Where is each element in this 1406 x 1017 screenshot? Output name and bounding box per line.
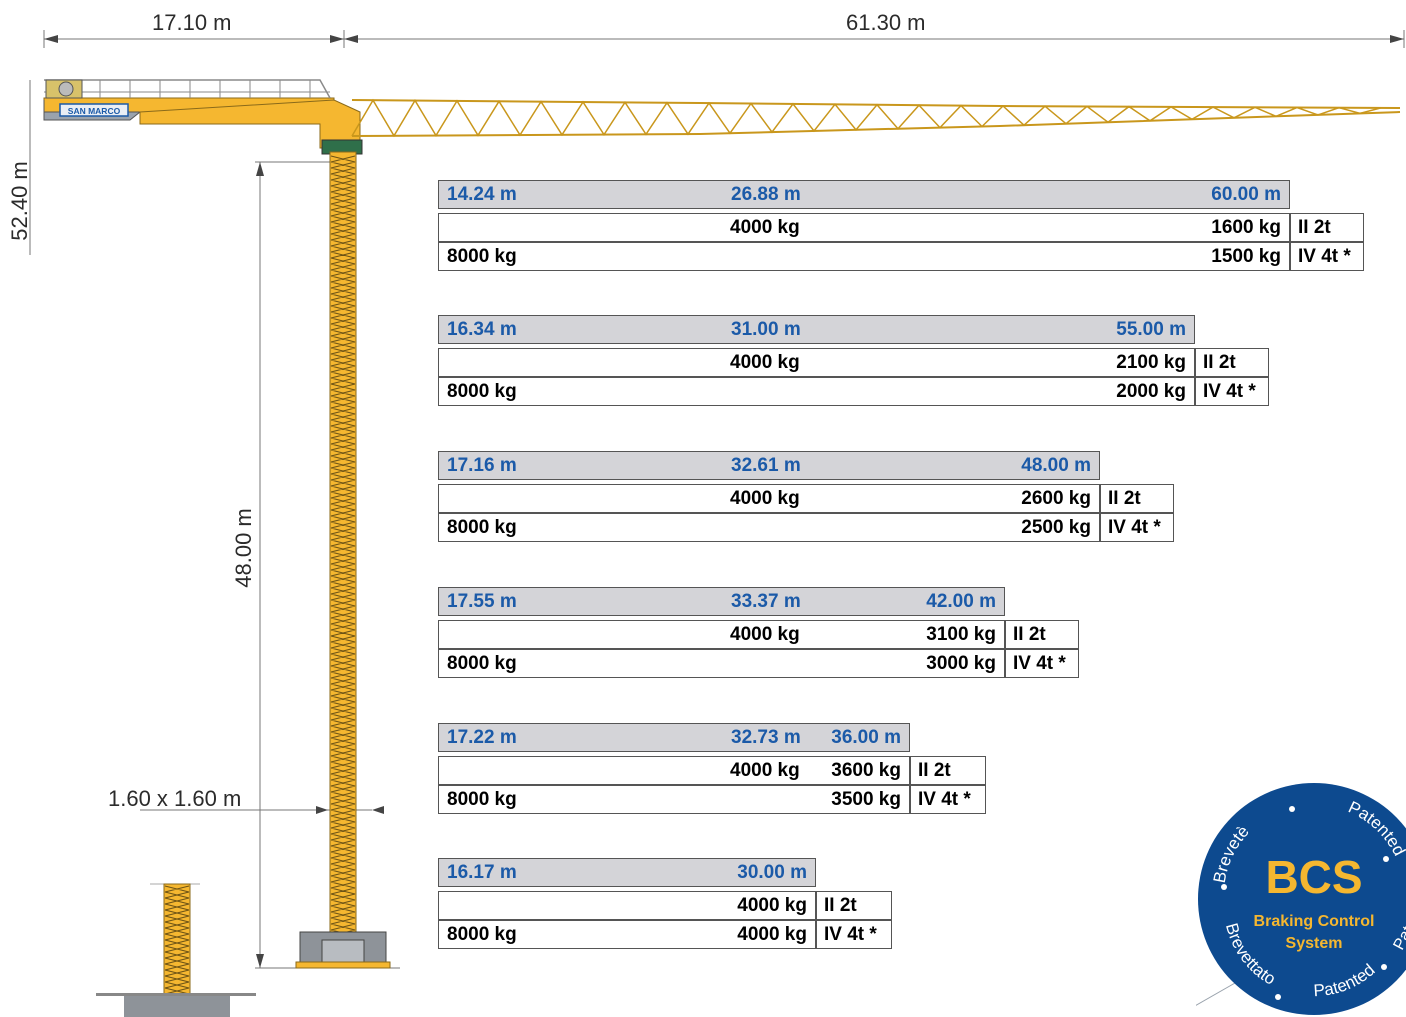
radius-cell: 17.55 m — [447, 591, 517, 612]
class-cell: II 2t — [816, 891, 892, 920]
load-row-4-falls: 8000 kg 1500 kg — [438, 242, 1290, 271]
load-row-2-falls: 4000 kg 2600 kg — [438, 484, 1100, 513]
radius-cell: 33.37 m — [731, 591, 801, 612]
load-cell: 8000 kg — [447, 381, 517, 402]
class-cell: II 2t — [1195, 348, 1269, 377]
load-cell: 8000 kg — [447, 246, 517, 267]
load-cell: 4000 kg — [730, 217, 800, 238]
counter-jib: SAN MARCO — [43, 79, 335, 121]
radius-header-row: 16.17 m 30.00 m — [438, 858, 816, 887]
load-row-2-falls: 4000 kg 3600 kg — [438, 756, 910, 785]
radius-cell: 16.17 m — [447, 862, 517, 883]
radius-cell: 32.73 m — [731, 727, 801, 748]
dimension-arrows — [44, 35, 1404, 968]
load-cell: 4000 kg — [737, 895, 807, 916]
class-cell: IV 4t * — [1100, 513, 1174, 542]
mast-section-detail — [96, 883, 256, 1017]
class-cell: IV 4t * — [1290, 242, 1364, 271]
radius-cell: 17.16 m — [447, 455, 517, 476]
load-row-4-falls: 8000 kg 3000 kg — [438, 649, 1005, 678]
load-row-2-falls: 4000 kg 2100 kg — [438, 348, 1195, 377]
load-cell: 1600 kg — [1211, 217, 1281, 238]
load-row-2-falls: 4000 kg 1600 kg — [438, 213, 1290, 242]
load-row-4-falls: 8000 kg 4000 kg — [438, 920, 816, 949]
radius-cell: 42.00 m — [926, 591, 996, 612]
brand-label: SAN MARCO — [68, 106, 121, 116]
load-row-2-falls: 4000 kg — [438, 891, 816, 920]
load-cell: 2600 kg — [1021, 488, 1091, 509]
radius-cell: 31.00 m — [731, 319, 801, 340]
load-cell: 1500 kg — [1211, 246, 1281, 267]
dimension-total-height: 52.40 m — [7, 161, 32, 241]
slewing-unit — [139, 99, 363, 155]
load-cell: 4000 kg — [737, 924, 807, 945]
bcs-patent-badge: Brevetè Patented Brevettato Patented Pat… — [1196, 783, 1406, 1015]
radius-header-row: 17.55 m 33.37 m 42.00 m — [438, 587, 1005, 616]
radius-cell: 55.00 m — [1116, 319, 1186, 340]
class-cell: II 2t — [1005, 620, 1079, 649]
class-cell: II 2t — [1290, 213, 1364, 242]
load-cell: 4000 kg — [730, 624, 800, 645]
dimension-hook-height: 48.00 m — [231, 508, 256, 588]
class-cell: IV 4t * — [1195, 377, 1269, 406]
class-cell: IV 4t * — [1005, 649, 1079, 678]
base-ballast — [295, 931, 391, 969]
load-cell: 8000 kg — [447, 653, 517, 674]
load-row-4-falls: 8000 kg 2500 kg — [438, 513, 1100, 542]
radius-header-row: 14.24 m 26.88 m 60.00 m — [438, 180, 1290, 209]
tower — [329, 151, 357, 949]
load-row-4-falls: 8000 kg 2000 kg — [438, 377, 1195, 406]
jib — [351, 98, 1401, 138]
load-cell: 3100 kg — [926, 624, 996, 645]
dimension-mast-section: 1.60 x 1.60 m — [108, 786, 242, 811]
load-cell: 2100 kg — [1116, 352, 1186, 373]
load-row-2-falls: 4000 kg 3100 kg — [438, 620, 1005, 649]
radius-cell: 30.00 m — [737, 862, 807, 883]
load-cell: 8000 kg — [447, 789, 517, 810]
load-cell: 4000 kg — [730, 352, 800, 373]
load-cell: 3500 kg — [831, 789, 901, 810]
radius-header-row: 17.16 m 32.61 m 48.00 m — [438, 451, 1100, 480]
radius-cell: 36.00 m — [831, 727, 901, 748]
radius-header-row: 17.22 m 32.73 m 36.00 m — [438, 723, 910, 752]
badge-title: BCS — [1265, 851, 1362, 903]
dimension-jib: 61.30 m — [846, 10, 926, 35]
load-cell: 2000 kg — [1116, 381, 1186, 402]
dimension-counter-jib: 17.10 m — [152, 10, 232, 35]
radius-cell: 32.61 m — [731, 455, 801, 476]
class-cell: IV 4t * — [910, 785, 986, 814]
load-cell: 8000 kg — [447, 924, 517, 945]
load-cell: 4000 kg — [730, 760, 800, 781]
radius-cell: 48.00 m — [1021, 455, 1091, 476]
load-cell: 3600 kg — [831, 760, 901, 781]
load-row-4-falls: 8000 kg 3500 kg — [438, 785, 910, 814]
radius-header-row: 16.34 m 31.00 m 55.00 m — [438, 315, 1195, 344]
radius-cell: 16.34 m — [447, 319, 517, 340]
load-cell: 3000 kg — [926, 653, 996, 674]
load-cell: 2500 kg — [1021, 517, 1091, 538]
radius-cell: 26.88 m — [731, 184, 801, 205]
radius-cell: 14.24 m — [447, 184, 517, 205]
load-cell: 4000 kg — [730, 488, 800, 509]
class-cell: II 2t — [910, 756, 986, 785]
badge-subtitle-line1: Braking Control — [1254, 913, 1375, 930]
class-cell: II 2t — [1100, 484, 1174, 513]
load-cell: 8000 kg — [447, 517, 517, 538]
radius-cell: 60.00 m — [1211, 184, 1281, 205]
class-cell: IV 4t * — [816, 920, 892, 949]
badge-subtitle-line2: System — [1286, 935, 1343, 952]
radius-cell: 17.22 m — [447, 727, 517, 748]
